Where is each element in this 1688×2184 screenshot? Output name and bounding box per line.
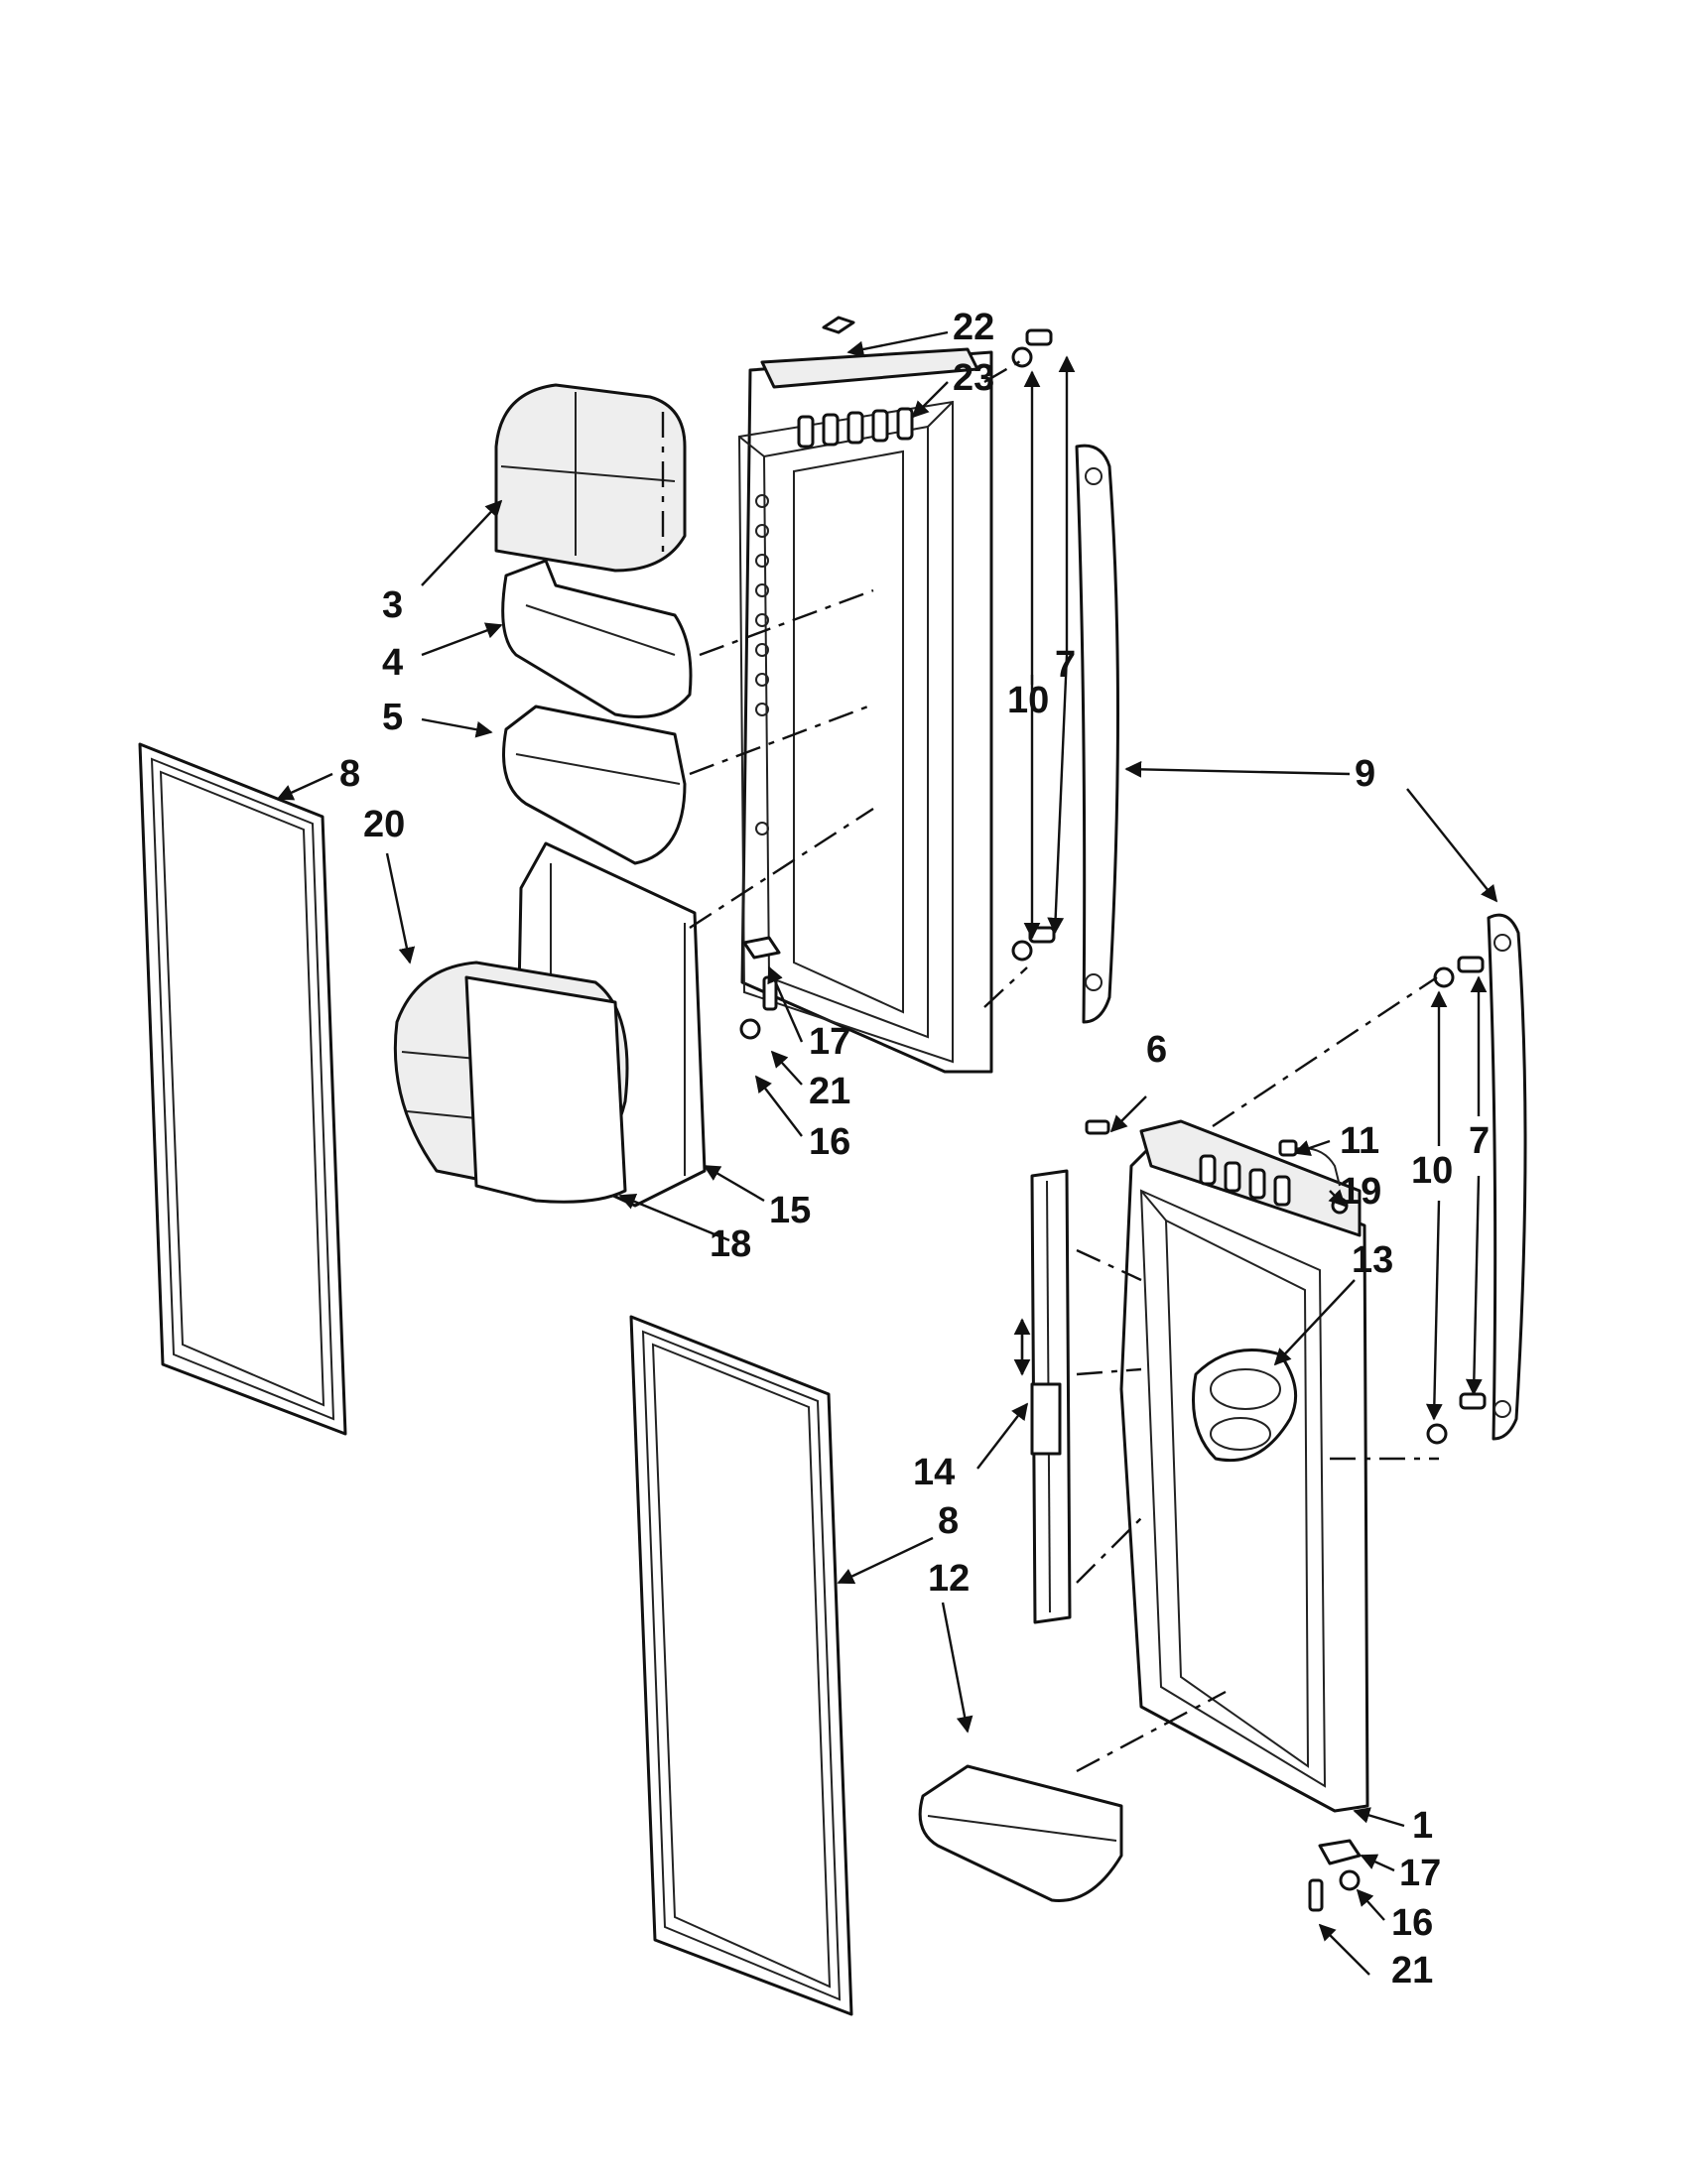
bin-cover-3: [494, 383, 687, 573]
callout-15: 15: [769, 1190, 811, 1231]
callout-21-left: 21: [809, 1071, 850, 1112]
callout-20: 20: [363, 804, 405, 845]
right-door-gasket: [629, 1315, 853, 2016]
callout-17-right: 17: [1399, 1853, 1441, 1894]
callout-8-right: 8: [938, 1500, 959, 1542]
callout-22: 22: [953, 307, 994, 348]
callout-10-upper: 10: [1007, 680, 1049, 721]
callout-6: 6: [1146, 1029, 1167, 1071]
callout-9: 9: [1355, 753, 1375, 795]
callout-7-lower: 7: [1469, 1120, 1490, 1162]
door-top-vent-grille: [797, 407, 914, 449]
door-cap-label-22: [822, 316, 855, 334]
leader-lines: [276, 330, 1498, 1976]
callout-23: 23: [953, 357, 994, 399]
callout-18: 18: [710, 1223, 751, 1265]
door-bin-4: [501, 559, 693, 718]
callout-7-upper: 7: [1055, 644, 1076, 686]
left-door-gasket: [138, 742, 347, 1436]
callout-16-left: 16: [809, 1121, 850, 1163]
callout-5: 5: [382, 697, 403, 738]
callout-1: 1: [1412, 1805, 1433, 1847]
dispenser-housing-18: [464, 975, 627, 1204]
dispenser-vent-grille: [1199, 1154, 1291, 1207]
callout-10-lower: 10: [1411, 1150, 1453, 1192]
callout-11: 11: [1340, 1120, 1379, 1162]
callout-numbers: 22 23 3 4 5 8 20 10 7 9 17 21 16 15 18 6…: [339, 307, 1490, 1991]
alignment-lines: [661, 355, 1439, 1773]
callout-16-right: 16: [1391, 1902, 1433, 1944]
callout-8-left: 8: [339, 753, 360, 795]
door-bin-5: [502, 705, 687, 865]
callout-21-right: 21: [1391, 1950, 1433, 1991]
handle-bushings-10-upper: [1011, 346, 1033, 962]
callout-19: 19: [1340, 1171, 1381, 1213]
callout-3: 3: [382, 584, 403, 626]
left-door-liner: [737, 347, 993, 1074]
screw-6: [1085, 1119, 1110, 1135]
handle-screws-7-lower: [1457, 956, 1487, 1410]
water-cup-guide-13: [1192, 1349, 1298, 1463]
callout-4: 4: [382, 642, 403, 684]
right-door-handle-9: [1487, 913, 1527, 1441]
left-hinge-parts: [739, 936, 781, 1040]
left-door-handle-9: [1075, 444, 1119, 1024]
door-bin-12: [918, 1764, 1123, 1902]
right-hinge-parts: [1308, 1839, 1362, 1912]
channel-trim-14: [1030, 1169, 1072, 1624]
handle-bushings-10-lower: [1426, 966, 1455, 1445]
callout-12: 12: [928, 1558, 970, 1600]
callout-17-left: 17: [809, 1021, 850, 1063]
callout-14: 14: [913, 1452, 955, 1493]
callout-13: 13: [1352, 1239, 1393, 1281]
left-door-bin-mounts: [755, 494, 769, 835]
dispenser-door-liner-1: [1119, 1119, 1369, 1813]
